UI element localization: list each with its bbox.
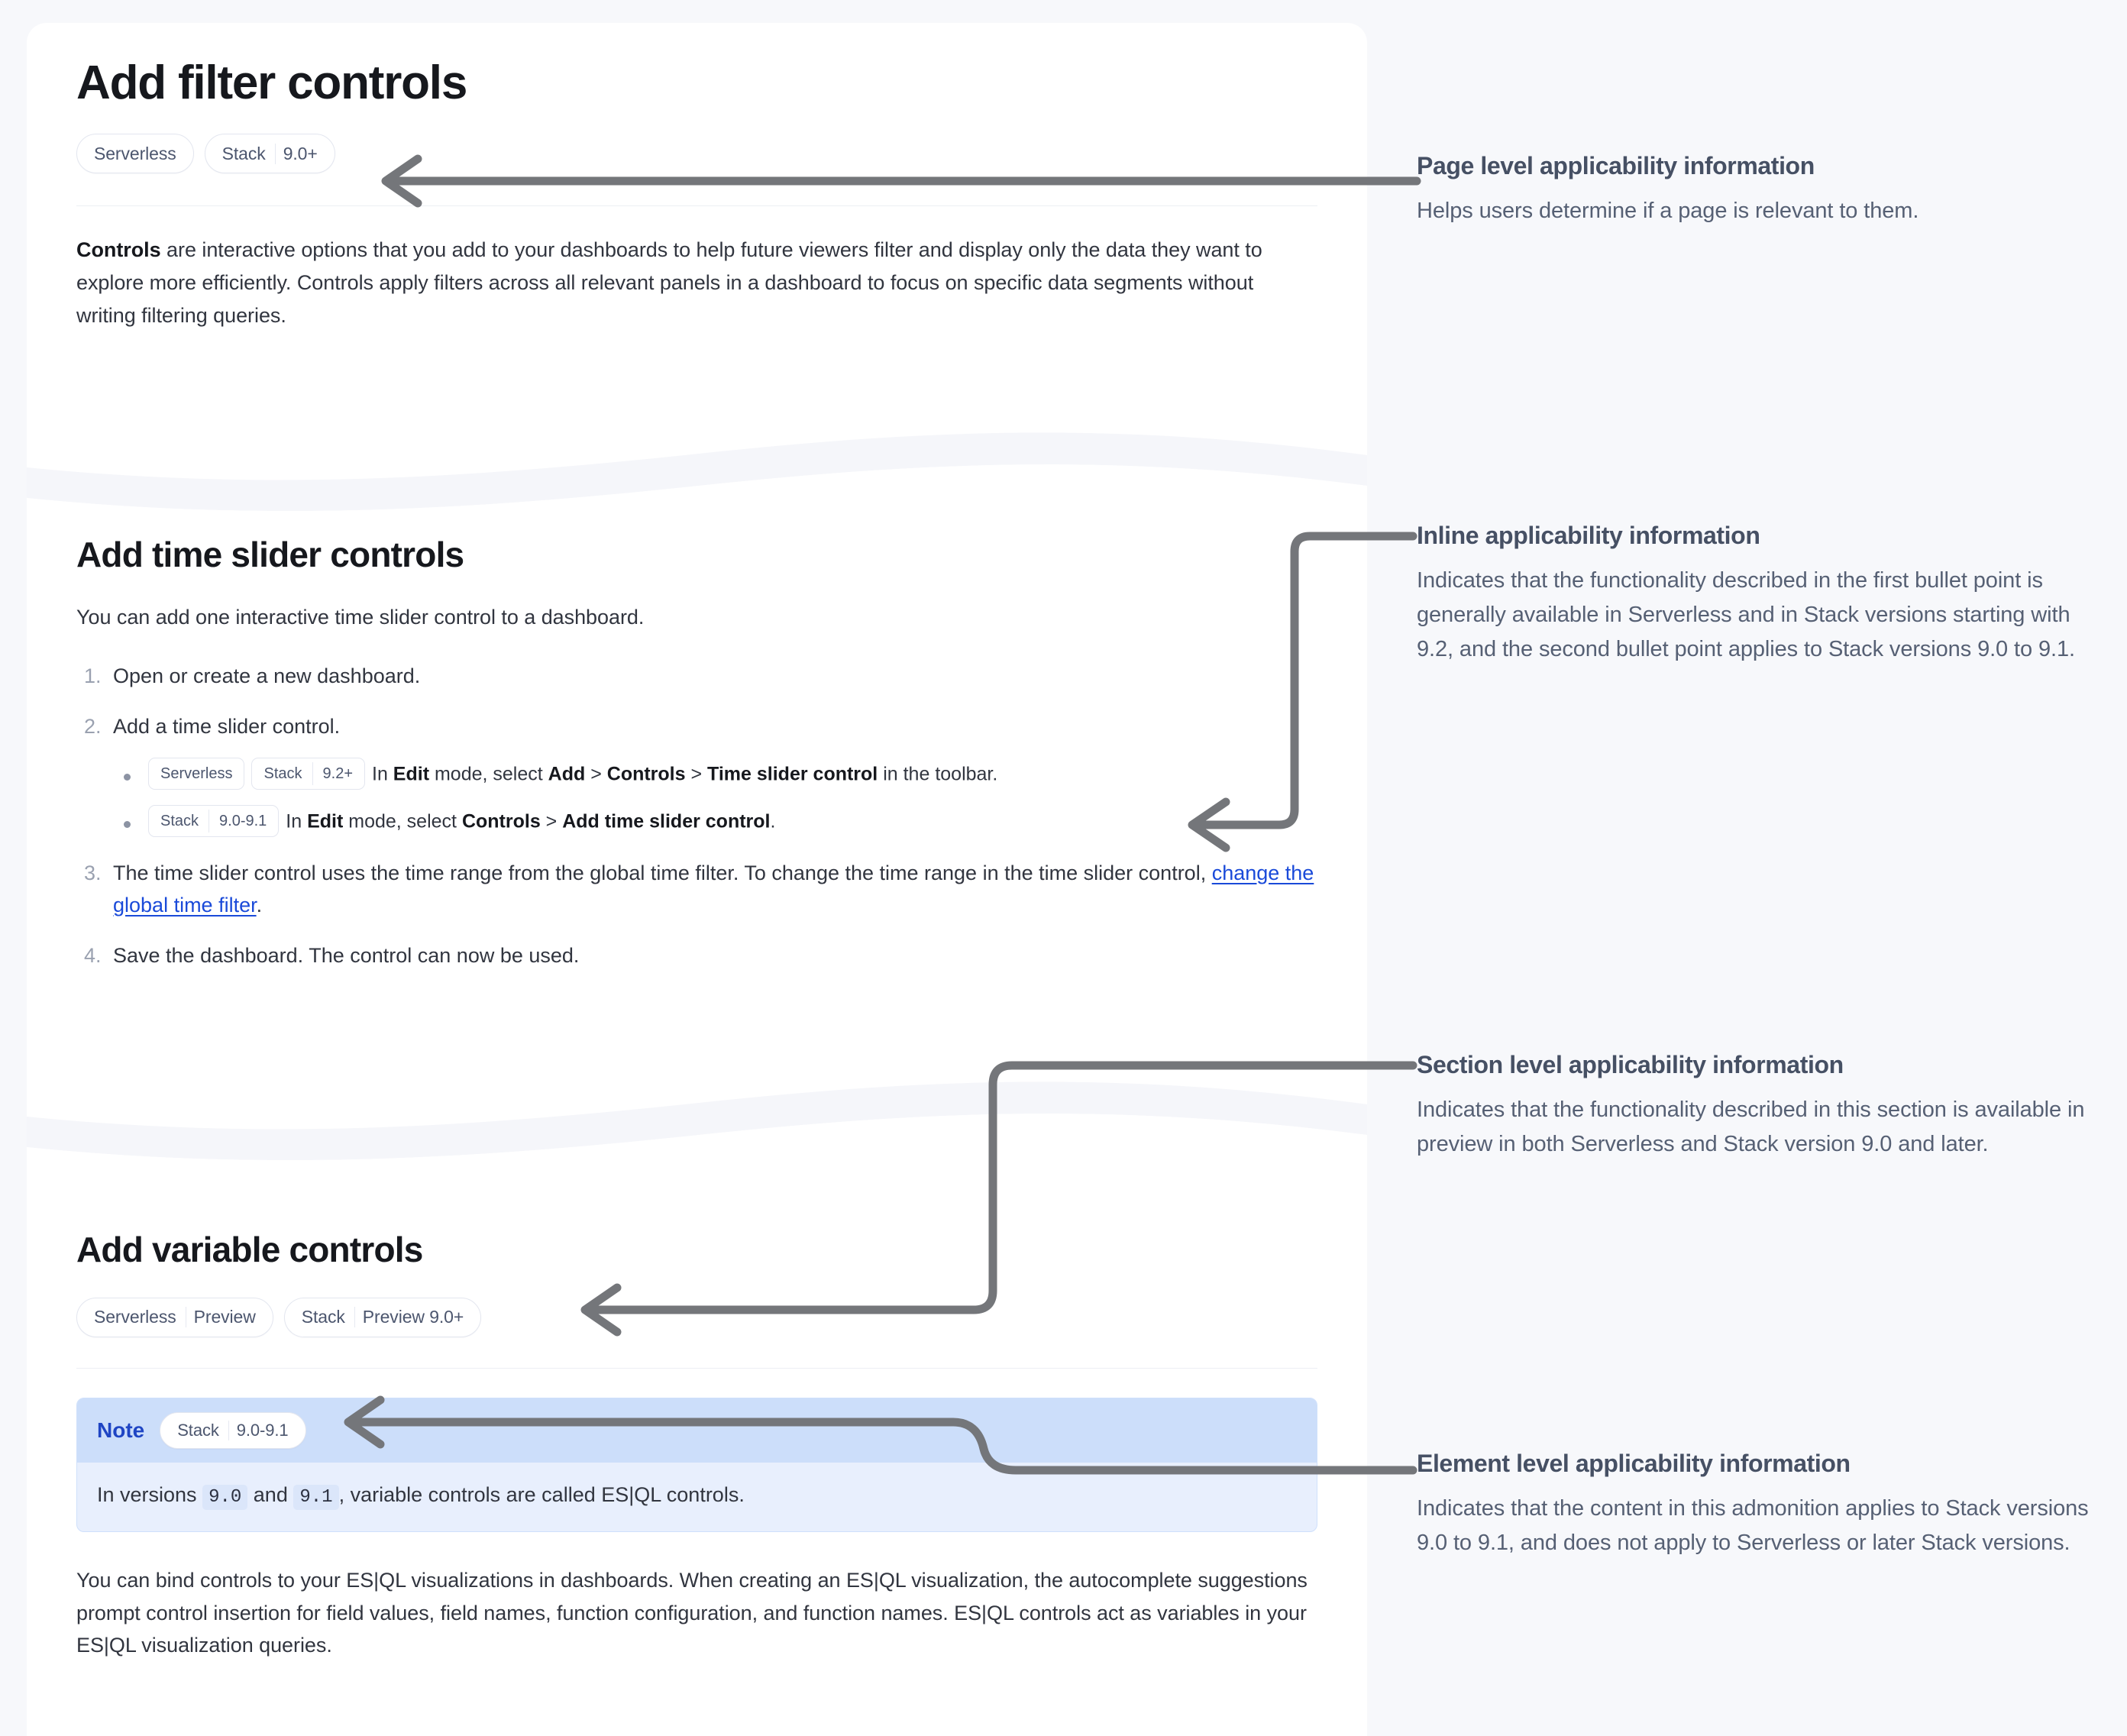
inline-badge-stack-9-0-9-1[interactable]: Stack 9.0-9.1 bbox=[148, 804, 280, 837]
step-2-bullets: Serverless Stack 9.2+ In Edit mode, sele… bbox=[113, 757, 1317, 839]
text-run-bold: Controls bbox=[606, 763, 686, 785]
time-slider-intro: You can add one interactive time slider … bbox=[76, 605, 645, 629]
text-run-bold: Edit bbox=[307, 810, 344, 832]
documentation-page-card: Add filter controls Serverless Stack 9.0… bbox=[27, 23, 1367, 1736]
note-text-mid: and bbox=[247, 1482, 294, 1506]
badge-segment-label: Stack bbox=[301, 1307, 345, 1327]
text-run-bold: Add bbox=[548, 763, 586, 785]
note-text-after: , variable controls are called ES|QL con… bbox=[338, 1482, 745, 1506]
section-applicability-badges: Serverless Preview Stack Preview 9.0+ bbox=[76, 1297, 1317, 1337]
text-run: . bbox=[770, 810, 776, 832]
annotation-text: Helps users determine if a page is relev… bbox=[1417, 199, 1919, 224]
badge-serverless[interactable]: Serverless bbox=[76, 134, 194, 174]
global-time-filter-link[interactable]: change the global time filter bbox=[113, 861, 1314, 916]
text-run: In bbox=[372, 763, 393, 785]
badge-stack-9-0-plus[interactable]: Stack 9.0+ bbox=[204, 134, 335, 174]
time-slider-section: Add time slider controls You can add one… bbox=[27, 535, 1367, 990]
page-title: Add filter controls bbox=[76, 57, 467, 109]
page-header-block: Add filter controls Serverless Stack 9.0… bbox=[27, 57, 1367, 331]
variable-controls-paragraph: You can bind controls to your ES|QL visu… bbox=[76, 1568, 1308, 1657]
list-item: Serverless Stack 9.2+ In Edit mode, sele… bbox=[113, 757, 1317, 791]
text-run: in the toolbar. bbox=[878, 763, 998, 785]
annotation-title: Element level applicability information bbox=[1417, 1450, 1851, 1477]
note-body: In versions 9.0 and 9.1, variable contro… bbox=[77, 1463, 1317, 1531]
annotation-element-level: Element level applicability information … bbox=[1417, 1449, 2089, 1560]
text-run-bold: Controls bbox=[461, 810, 541, 832]
text-run-bold: Time slider control bbox=[707, 763, 878, 785]
badge-segment-label: Stack bbox=[177, 1420, 219, 1440]
text-run: > bbox=[540, 810, 563, 832]
time-slider-steps: Open or create a new dashboard. Add a ti… bbox=[76, 660, 1317, 972]
badge-segment-version: 9.0-9.1 bbox=[228, 1420, 302, 1440]
inline-badge-serverless[interactable]: Serverless bbox=[148, 757, 245, 790]
variable-controls-section: Add variable controls Serverless Preview… bbox=[27, 1230, 1367, 1662]
badge-segment-lifecycle: Preview bbox=[185, 1307, 270, 1328]
bullet-text: In Edit mode, select Add > Controls > Ti… bbox=[372, 763, 997, 784]
badge-segment-label: Stack bbox=[263, 765, 302, 782]
intro-rest: are interactive options that you add to … bbox=[76, 238, 1262, 327]
annotation-text: Indicates that the functionality describ… bbox=[1417, 1098, 2085, 1157]
note-badge-stack-9-0-9-1[interactable]: Stack 9.0-9.1 bbox=[160, 1411, 306, 1449]
step-text: Add a time slider control. bbox=[113, 714, 341, 738]
step-item-4: Save the dashboard. The control can now … bbox=[76, 939, 1317, 971]
step-text: The time slider control uses the time ra… bbox=[113, 861, 1212, 884]
annotation-title: Page level applicability information bbox=[1417, 152, 1815, 179]
section-divider bbox=[76, 1367, 1317, 1369]
wave-separator-2 bbox=[27, 1069, 1367, 1161]
text-run: mode, select bbox=[429, 763, 548, 785]
badge-segment-version: 9.0-9.1 bbox=[208, 809, 276, 832]
text-run: mode, select bbox=[343, 810, 462, 832]
badge-serverless-preview[interactable]: Serverless Preview bbox=[76, 1297, 273, 1337]
section-title-time-slider: Add time slider controls bbox=[76, 535, 464, 574]
badge-segment-label: Stack bbox=[160, 812, 199, 829]
badge-segment-version: 9.0+ bbox=[274, 143, 331, 164]
section-title-variable-controls: Add variable controls bbox=[76, 1230, 423, 1269]
bullet-text: In Edit mode, select Controls > Add time… bbox=[286, 810, 775, 832]
note-label: Note bbox=[97, 1418, 145, 1442]
intro-paragraph: Controls are interactive options that yo… bbox=[76, 234, 1317, 331]
step-text: Open or create a new dashboard. bbox=[113, 664, 421, 687]
annotation-section-level: Section level applicability information … bbox=[1417, 1050, 2089, 1162]
step-item-1: Open or create a new dashboard. bbox=[76, 660, 1317, 692]
badge-segment-label: Serverless bbox=[94, 1307, 176, 1327]
badge-segment-lifecycle-version: Preview 9.0+ bbox=[354, 1307, 477, 1328]
note-header: Note Stack 9.0-9.1 bbox=[77, 1398, 1317, 1463]
annotation-page-level: Page level applicability information Hel… bbox=[1417, 151, 2089, 228]
list-item: Stack 9.0-9.1 In Edit mode, select Contr… bbox=[113, 804, 1317, 839]
inline-badge-stack-9-2-plus[interactable]: Stack 9.2+ bbox=[251, 757, 365, 790]
step-text-after: . bbox=[256, 893, 263, 916]
note-text-before: In versions bbox=[97, 1482, 203, 1506]
text-run: In bbox=[286, 810, 308, 832]
inline-code-9-0: 9.0 bbox=[202, 1484, 248, 1510]
badge-segment-version: 9.2+ bbox=[312, 761, 363, 785]
text-run: > bbox=[685, 763, 708, 785]
step-item-2: Add a time slider control. Serverless St… bbox=[76, 710, 1317, 839]
annotation-text: Indicates that the content in this admon… bbox=[1417, 1496, 2089, 1556]
text-run: > bbox=[585, 763, 607, 785]
note-admonition: Note Stack 9.0-9.1 In versions 9.0 and 9… bbox=[76, 1397, 1317, 1532]
annotation-title: Section level applicability information bbox=[1417, 1051, 1844, 1078]
header-divider bbox=[76, 205, 1317, 207]
text-run-bold: Add time slider control bbox=[562, 810, 771, 832]
annotation-text: Indicates that the functionality describ… bbox=[1417, 568, 2075, 662]
wave-separator-1 bbox=[27, 420, 1367, 512]
badge-segment-label: Serverless bbox=[94, 143, 176, 163]
page-applicability-badges: Serverless Stack 9.0+ bbox=[76, 134, 1317, 174]
annotation-title: Inline applicability information bbox=[1417, 522, 1760, 549]
step-text: Save the dashboard. The control can now … bbox=[113, 943, 580, 967]
intro-lead-term: Controls bbox=[76, 238, 161, 262]
badge-stack-preview-9-0-plus[interactable]: Stack Preview 9.0+ bbox=[283, 1297, 482, 1337]
inline-code-9-1: 9.1 bbox=[293, 1484, 339, 1510]
step-item-3: The time slider control uses the time ra… bbox=[76, 857, 1317, 921]
text-run-bold: Edit bbox=[393, 763, 430, 785]
annotation-inline: Inline applicability information Indicat… bbox=[1417, 521, 2089, 667]
badge-segment-label: Stack bbox=[221, 143, 266, 163]
badge-segment-label: Serverless bbox=[160, 765, 233, 782]
